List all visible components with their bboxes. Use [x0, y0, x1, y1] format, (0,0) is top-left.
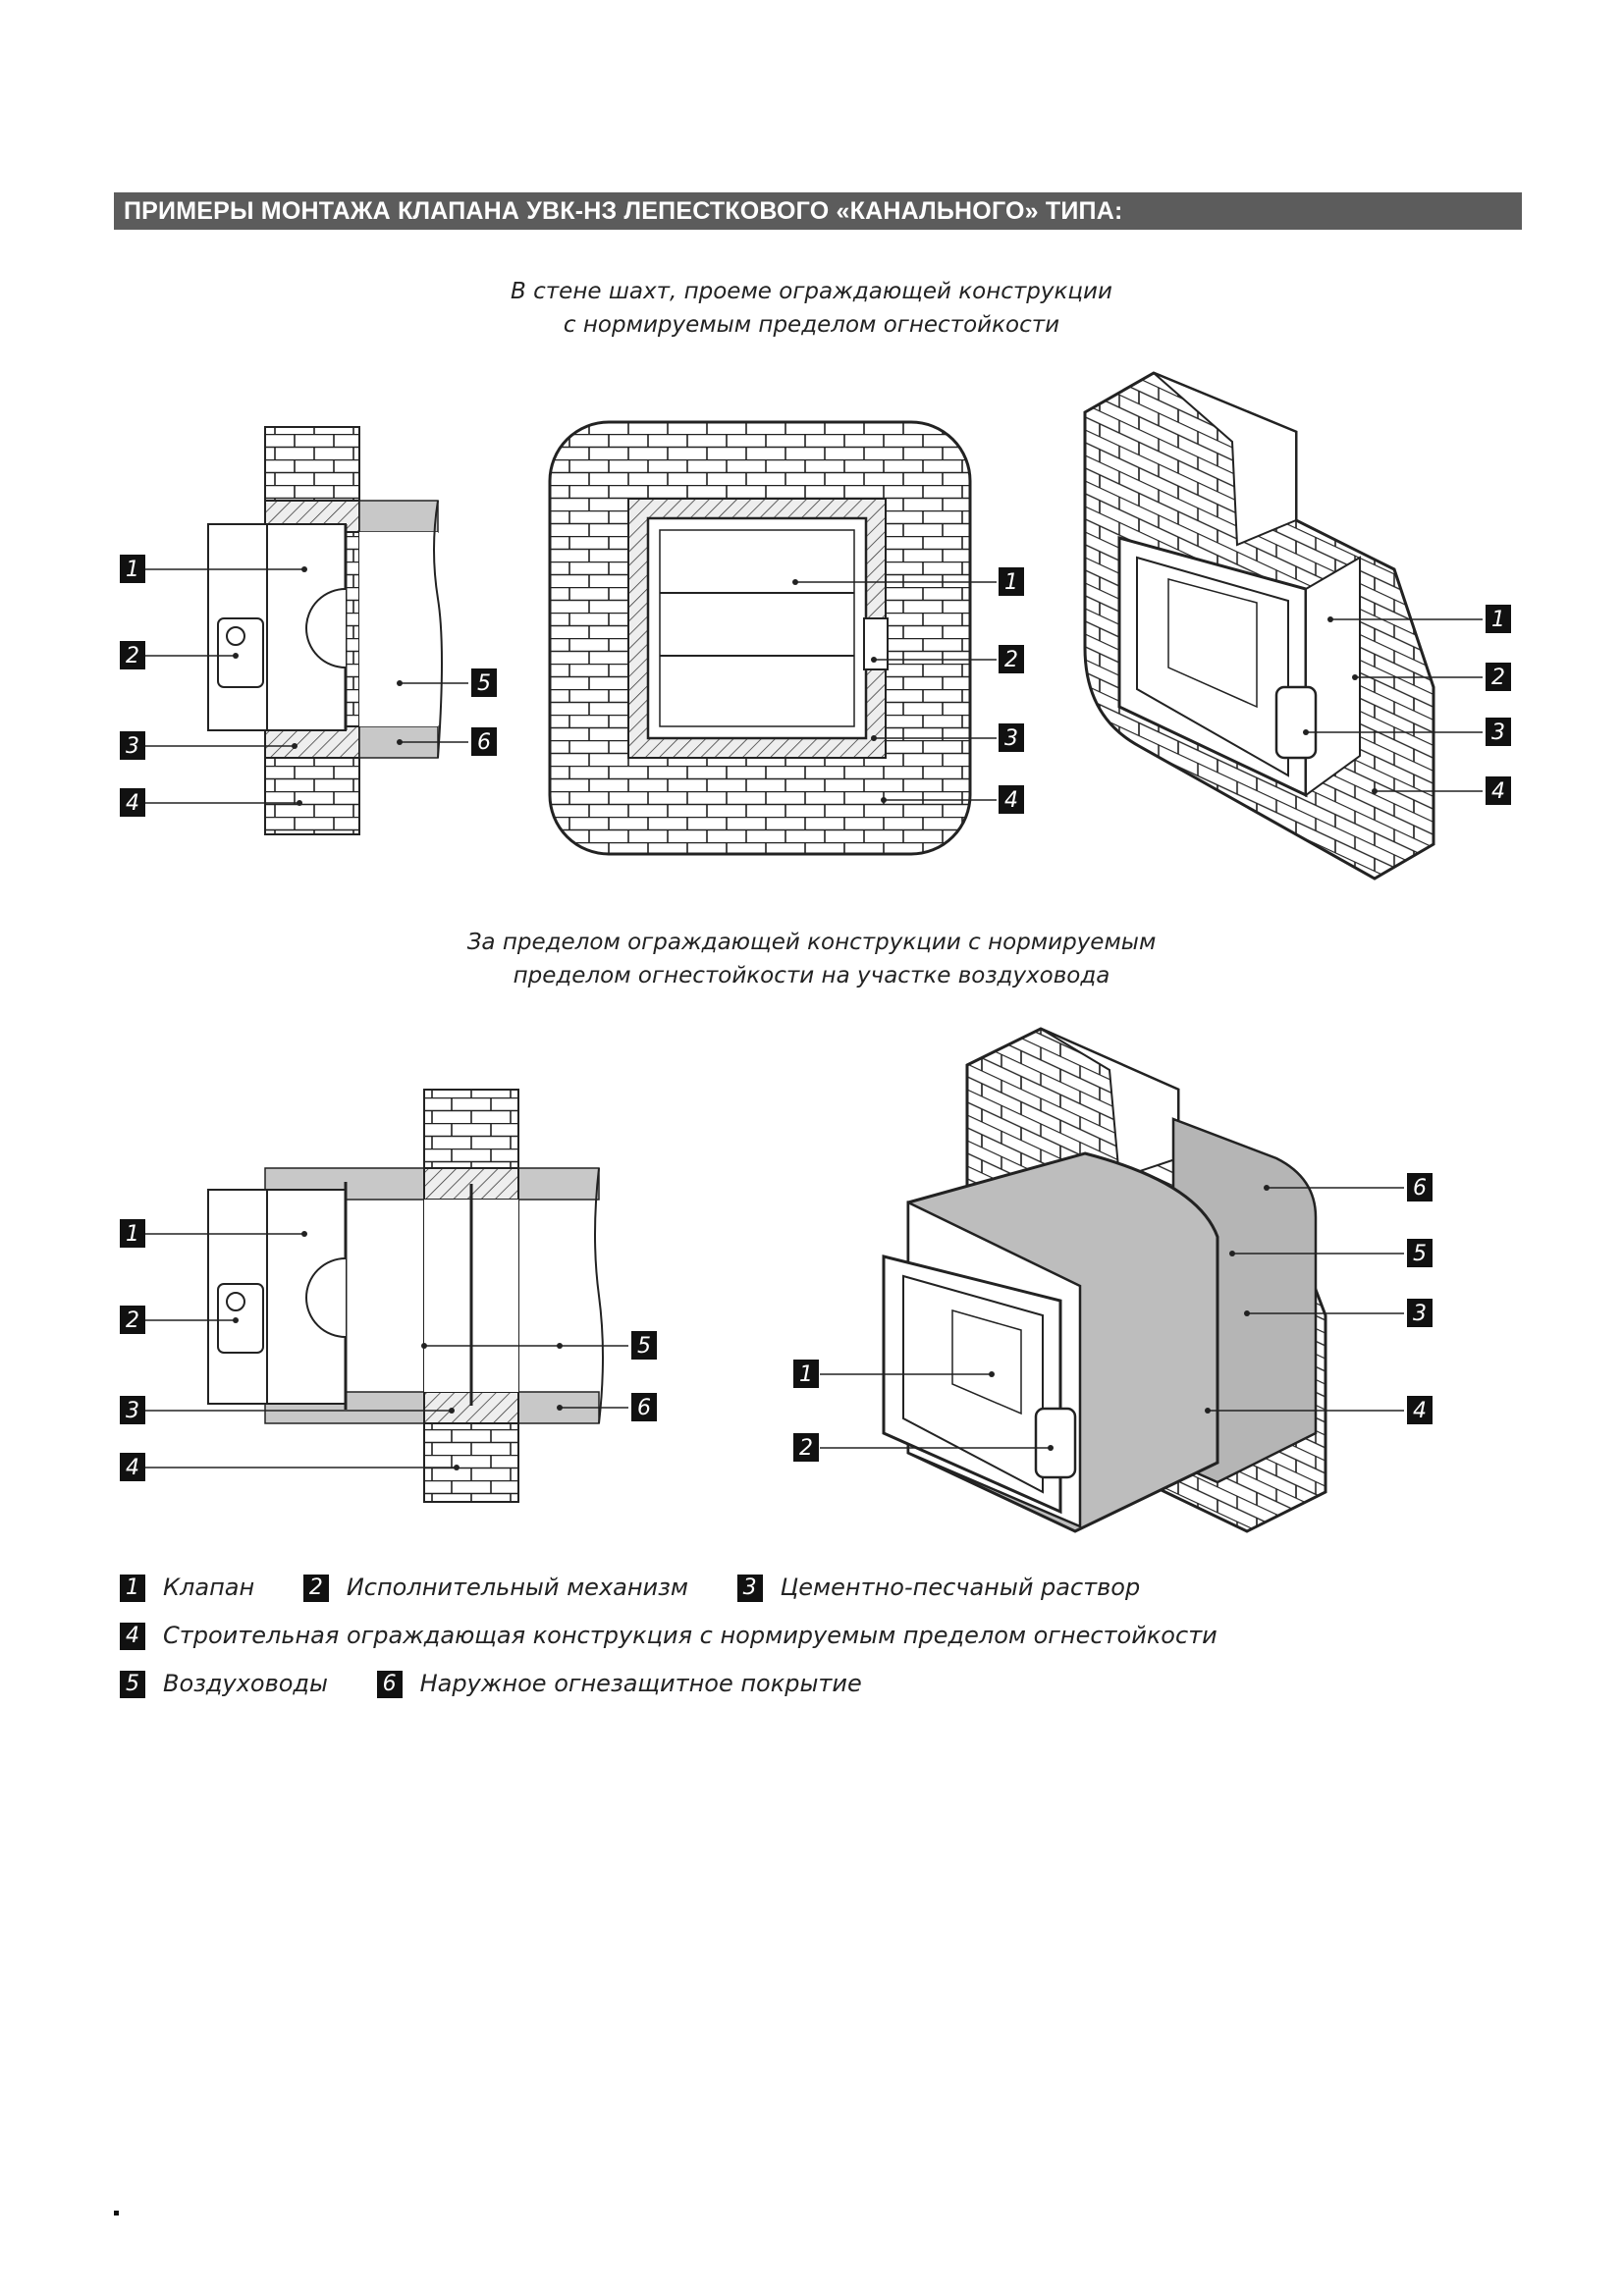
legend-item-4: 4 Строительная ограждающая конструкция с … [120, 1622, 1217, 1650]
legend-item-3: 3 Цементно-песчаный раствор [736, 1574, 1141, 1602]
callout-5: 5 [637, 1334, 651, 1359]
legend-badge-3: 3 [736, 1575, 763, 1602]
callout-3: 3 [1004, 726, 1018, 751]
callout-3: 3 [1491, 721, 1505, 745]
legend-item-1: 1 Клапан [120, 1574, 254, 1602]
callout-4: 4 [1413, 1399, 1427, 1423]
callout-1: 1 [126, 1222, 139, 1247]
figure-wall-front [548, 420, 997, 856]
legend-badge-1: 1 [120, 1575, 145, 1602]
caption-top-line-1: В стене шахт, проеме ограждающей констру… [511, 279, 1112, 304]
legend-label-4: Строительная ограждающая конструкция с н… [163, 1622, 1217, 1649]
callout-1: 1 [1491, 608, 1505, 632]
page-marker [114, 2211, 119, 2216]
legend-item-5: 5 Воздуховоды [120, 1670, 328, 1698]
callout-1: 1 [799, 1362, 813, 1387]
callout-2: 2 [799, 1436, 813, 1461]
legend-badge-4: 4 [120, 1623, 145, 1650]
legend-row-3: 5 Воздуховоды 6 Наружное огнезащитное покр… [120, 1670, 903, 1701]
callout-2: 2 [126, 1308, 139, 1333]
callout-4: 4 [126, 791, 139, 816]
callout-3: 3 [1413, 1302, 1427, 1326]
figure-duct-isometric [820, 1027, 1404, 1533]
legend-label-3: Цементно-песчаный раствор [780, 1574, 1141, 1601]
callout-2: 2 [126, 644, 139, 668]
caption-top: В стене шахт, проеме ограждающей констру… [0, 275, 1623, 342]
figure-duct-section [135, 1089, 628, 1503]
legend-badge-6: 6 [376, 1671, 403, 1698]
caption-bottom-line-1: За пределом ограждающей конструкции с но… [466, 930, 1157, 955]
callout-4: 4 [1491, 779, 1505, 804]
callout-1: 1 [126, 558, 139, 582]
caption-bottom-line-2: пределом огнестойкости на участке воздух… [513, 963, 1110, 988]
section-title: ПРИМЕРЫ МОНТАЖА КЛАПАНА УВК-НЗ ЛЕПЕСТКОВ… [124, 197, 1123, 225]
section-header: ПРИМЕРЫ МОНТАЖА КЛАПАНА УВК-НЗ ЛЕПЕСТКОВ… [114, 192, 1522, 230]
legend-row-2: 4 Строительная ограждающая конструкция с … [120, 1622, 1259, 1653]
legend-label-5: Воздуховоды [163, 1670, 328, 1697]
callout-6: 6 [1413, 1176, 1427, 1201]
callout-1: 1 [1004, 570, 1018, 595]
callout-2: 2 [1004, 648, 1018, 672]
callout-5: 5 [477, 671, 491, 696]
callout-3: 3 [126, 1399, 139, 1423]
callout-6: 6 [477, 730, 491, 755]
legend-item-6: 6 Наружное огнезащитное покрытие [376, 1670, 862, 1698]
legend-label-1: Клапан [163, 1574, 255, 1601]
callout-6: 6 [637, 1396, 651, 1420]
legend-badge-2: 2 [302, 1575, 329, 1602]
callout-3: 3 [126, 734, 139, 759]
legend-item-2: 2 Исполнительный механизм [302, 1574, 689, 1602]
callout-4: 4 [1004, 788, 1018, 813]
callout-badges: 1 2 3 4 5 6 1 2 3 4 1 2 3 4 1 2 3 4 5 6 … [120, 555, 1511, 1481]
legend-label-2: Исполнительный механизм [346, 1574, 689, 1601]
legend-row-1: 1 Клапан 2 Исполнительный механизм 3 Цемент… [120, 1574, 1181, 1605]
figure-wall-isometric [1083, 371, 1483, 881]
legend-label-6: Наружное огнезащитное покрытие [419, 1670, 862, 1697]
callout-4: 4 [126, 1456, 139, 1480]
legend-badge-5: 5 [120, 1671, 145, 1698]
callout-2: 2 [1491, 666, 1505, 690]
callout-5: 5 [1413, 1242, 1427, 1266]
caption-bottom: За пределом ограждающей конструкции с но… [0, 926, 1623, 992]
caption-top-line-2: с нормируемым пределом огнестойкости [563, 312, 1060, 338]
figure-wall-section [135, 426, 468, 835]
